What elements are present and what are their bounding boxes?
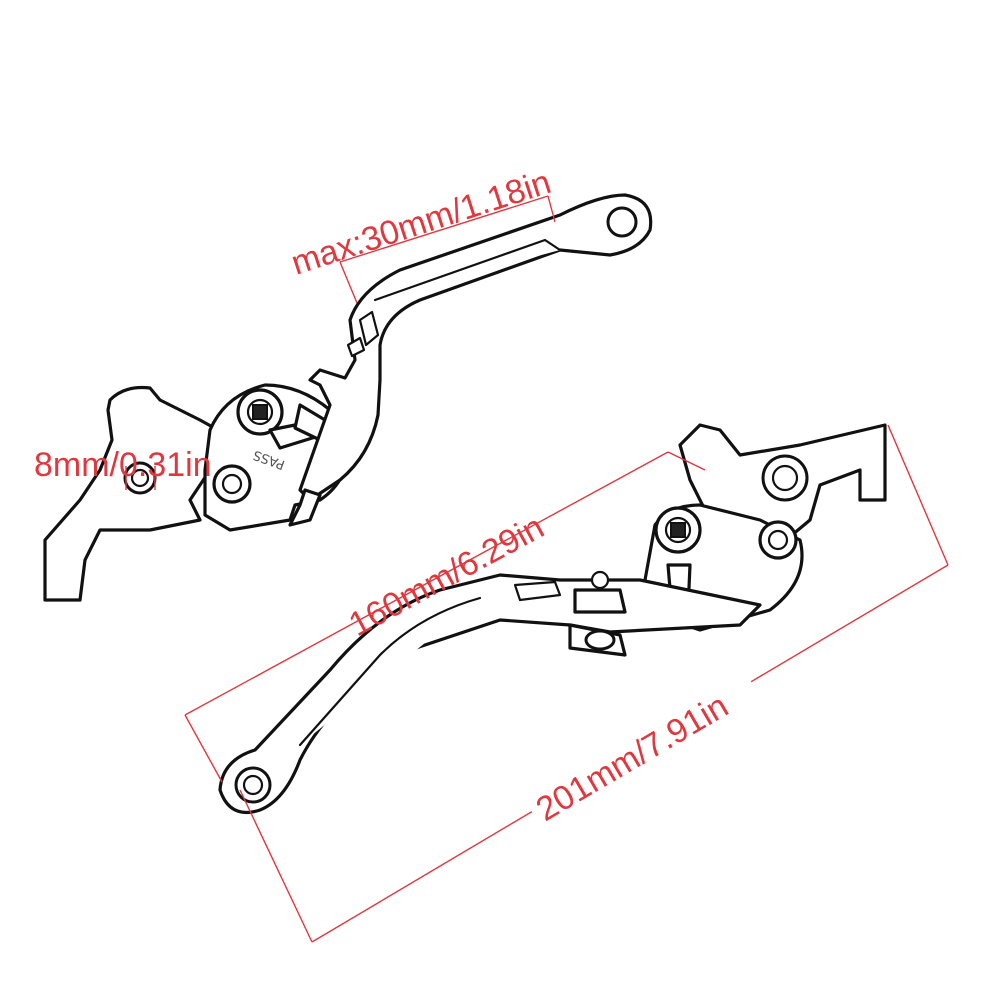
lower-lever bbox=[218, 423, 887, 815]
dimension-overall-length-extension-left bbox=[239, 789, 313, 943]
dimension-max-adjust-extension-left bbox=[339, 261, 358, 304]
dimension-max-adjust-extension-right bbox=[547, 195, 556, 223]
lower-lever-junction-hole bbox=[584, 629, 616, 651]
dimension-overall-length-extension-right bbox=[887, 424, 949, 566]
lower-lever-blade bbox=[218, 573, 762, 815]
dimension-lever-length-extension-right bbox=[667, 451, 706, 471]
dimension-mount-hole-label: 8mm/0.31in bbox=[34, 446, 212, 484]
dimension-max-adjust-line bbox=[339, 195, 549, 263]
dimension-mount-hole: 8mm/0.31in bbox=[34, 446, 212, 490]
dimension-lever-length-line bbox=[184, 451, 669, 716]
upper-lever-tip-hole bbox=[606, 206, 638, 238]
upper-lever-mount-bracket bbox=[43, 385, 220, 602]
dimension-overall-length-label: 201mm/7.91in bbox=[530, 687, 735, 829]
dimension-lever-length-extension-left bbox=[184, 714, 223, 783]
upper-lever: PASS bbox=[43, 193, 653, 602]
